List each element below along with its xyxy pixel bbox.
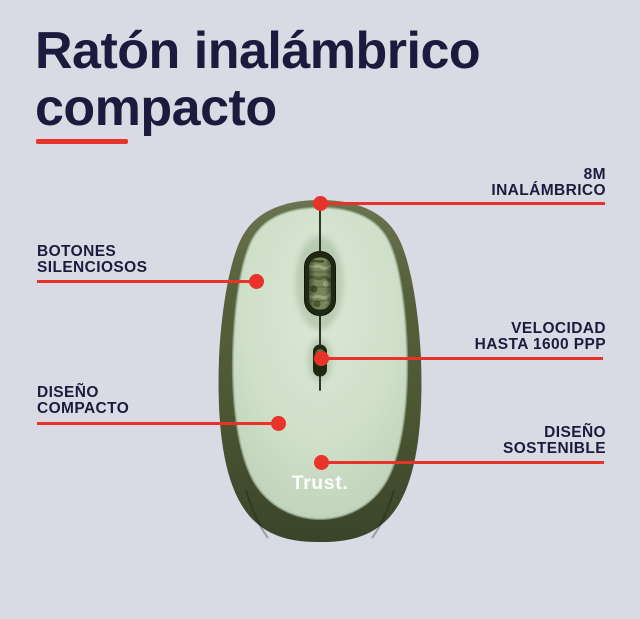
callout-sustainable-design-dot (314, 455, 329, 470)
page-title: Ratón inalámbrico compacto (35, 23, 575, 137)
title-underline-accent (36, 139, 128, 144)
page-title-line1: Ratón inalámbrico (35, 22, 481, 80)
callout-silent-buttons-label: BOTONES SILENCIOSOS (37, 243, 148, 276)
callout-wireless-range-leader-line (320, 202, 605, 205)
callout-speed-label: VELOCIDAD HASTA 1600 PPP (474, 320, 606, 353)
callout-wireless-range-dot (313, 196, 328, 211)
scroll-wheel (304, 251, 336, 316)
callout-sustainable-design-leader-line (322, 461, 604, 464)
callout-speed-leader-line (322, 357, 603, 360)
brand-logo: Trust. (291, 472, 349, 494)
page-title-line2: compacto (35, 79, 277, 137)
callout-speed-dot (314, 351, 329, 366)
callout-compact-design-label: DISEÑO COMPACTO (37, 384, 130, 417)
callout-sustainable-design-label: DISEÑO SOSTENIBLE (502, 424, 606, 457)
callout-silent-buttons-dot (249, 274, 264, 289)
callout-compact-design-leader-line (37, 422, 279, 425)
callout-silent-buttons-leader-line (37, 280, 257, 283)
callout-compact-design-dot (271, 416, 286, 431)
callout-wireless-range-label: 8M INALÁMBRICO (491, 166, 606, 199)
